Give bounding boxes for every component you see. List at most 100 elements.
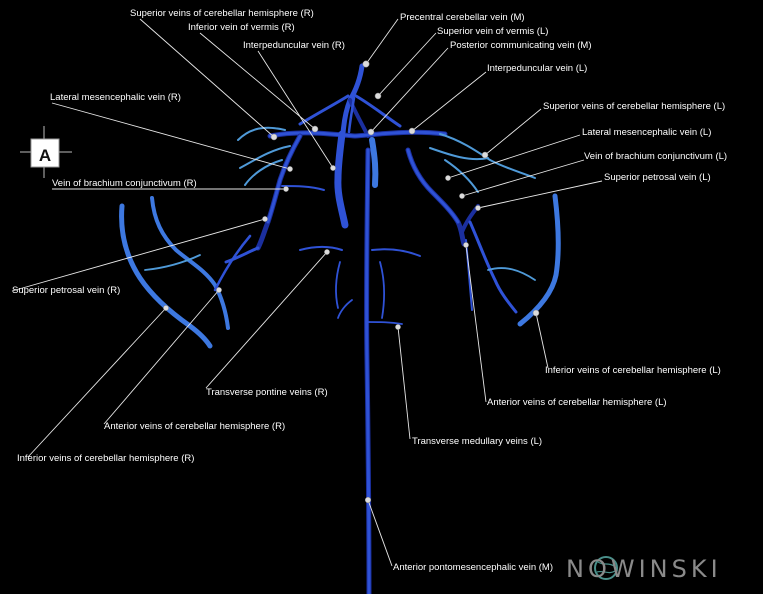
leader-inf-vermis-r xyxy=(199,32,316,130)
vessel-anterior-pontomesencephalic-highlight xyxy=(365,148,371,594)
brand-text: NOWINSKI xyxy=(566,555,722,583)
vessel-inf-cereb-r-2 xyxy=(150,196,230,330)
pin-interped-l xyxy=(408,127,416,135)
vessel-pontine-small-l xyxy=(379,261,385,319)
leader-inf-cereb-hem-l xyxy=(535,312,549,369)
leader-trans-medullary-l xyxy=(397,326,411,440)
label-precentral-m: Precentral cerebellar vein (M) xyxy=(400,12,525,23)
label-trans-pontine-r: Transverse pontine veins (R) xyxy=(206,387,328,398)
leader-lat-mes-r xyxy=(51,102,291,170)
pins xyxy=(163,60,540,504)
vessel-lateral-mes-l xyxy=(444,159,479,193)
label-ant-pontomes-m: Anterior pontomesencephalic vein (M) xyxy=(393,562,553,573)
vessel-petrosal-r xyxy=(224,246,260,264)
vessel-lateral-mes-r xyxy=(239,145,291,169)
pin-brach-conj-l xyxy=(459,193,465,199)
vessel-pontine-l xyxy=(369,137,379,188)
leader-sup-petrosal-l xyxy=(477,180,603,209)
leader-sup-cereb-hem-r xyxy=(139,18,275,138)
leader-ant-cereb-hem-r xyxy=(103,289,220,425)
vessel-sup-cereb-r xyxy=(237,126,286,141)
pin-precentral-m xyxy=(362,60,370,68)
leader-inf-cereb-hem-r xyxy=(27,307,167,458)
label-inf-vermis-r: Inferior vein of vermis (R) xyxy=(188,22,295,33)
vessel-transverse-medullary-r xyxy=(337,299,353,319)
pin-ant-cereb-hem-l xyxy=(463,242,469,248)
leader-trans-pontine-r xyxy=(205,251,328,389)
vessel-sup-cereb-l-2 xyxy=(429,147,489,161)
pin-interped-r xyxy=(330,165,336,171)
vessel-transverse-medullary-l xyxy=(365,321,403,325)
labels: Superior veins of cerebellar hemisphere … xyxy=(12,8,727,573)
pin-inf-cereb-hem-l xyxy=(532,309,540,317)
pin-sup-petrosal-r xyxy=(262,216,268,222)
pin-sup-cereb-hem-r xyxy=(270,133,278,141)
vessel-vermis-l xyxy=(354,94,402,128)
vessel-transverse-pontine-r xyxy=(299,246,343,251)
leader-post-comm-m xyxy=(370,47,449,133)
leader-sup-cereb-hem-l xyxy=(484,108,542,156)
vessel-inf-cereb-l xyxy=(517,193,561,327)
label-sup-vermis-l: Superior vein of vermis (L) xyxy=(437,26,548,37)
vessel-sup-cereb-r-2 xyxy=(244,159,283,186)
vessel-pontine-small-r xyxy=(335,261,341,309)
pin-inf-cereb-hem-r xyxy=(163,305,169,311)
vessel-brachium-r-hl xyxy=(266,134,302,224)
leader-brach-conj-l xyxy=(461,159,585,197)
vessel-inf-cereb-r-branch xyxy=(144,254,201,271)
venous-network xyxy=(119,63,561,594)
label-brach-conj-l: Vein of brachium conjunctivum (L) xyxy=(584,151,727,162)
pin-post-comm-m xyxy=(367,128,375,136)
label-sup-petrosal-r: Superior petrosal vein (R) xyxy=(12,285,120,296)
brand-globe-lines xyxy=(596,561,616,574)
label-brach-conj-r: Vein of brachium conjunctivum (R) xyxy=(52,178,197,189)
label-inf-cereb-hem-l: Inferior veins of cerebellar hemisphere … xyxy=(545,365,721,376)
orientation-marker: A xyxy=(20,126,72,178)
brand-watermark: NOWINSKI xyxy=(566,555,722,583)
vessel-brachium-r xyxy=(255,133,303,251)
label-interped-l: Interpeduncular vein (L) xyxy=(487,63,587,74)
brand-globe-icon xyxy=(594,556,618,580)
label-interped-r: Interpeduncular vein (R) xyxy=(243,40,345,51)
pin-trans-pontine-r xyxy=(324,249,330,255)
pin-sup-cereb-hem-l xyxy=(481,151,489,159)
vessel-vermis-m xyxy=(347,96,356,134)
pin-lat-mes-l xyxy=(445,175,451,181)
leader-ant-cereb-hem-l xyxy=(465,244,487,403)
label-sup-cereb-hem-l: Superior veins of cerebellar hemisphere … xyxy=(543,101,725,112)
pin-sup-petrosal-l xyxy=(475,205,481,211)
leader-interped-r xyxy=(257,50,334,169)
vessel-brachium-conn-r xyxy=(281,185,325,191)
vessel-sup-cereb-l xyxy=(439,133,536,179)
orientation-box xyxy=(30,138,60,168)
label-ant-cereb-hem-l: Anterior veins of cerebellar hemisphere … xyxy=(487,397,667,408)
vessel-petrosal-l xyxy=(460,204,480,234)
label-sup-cereb-hem-r: Superior veins of cerebellar hemisphere … xyxy=(130,8,314,19)
label-lat-mes-r: Lateral mesencephalic vein (R) xyxy=(50,92,181,103)
leader-precentral-m xyxy=(365,18,399,65)
vessel-pontine-r xyxy=(334,130,349,229)
vessel-inf-cereb-r xyxy=(119,203,213,349)
vessel-transverse-pontine-l xyxy=(371,248,421,257)
leader-sup-petrosal-r xyxy=(11,218,266,292)
pin-inf-vermis-r xyxy=(311,125,319,133)
leader-interped-l xyxy=(411,71,487,132)
pin-ant-pontomes-m xyxy=(364,496,372,504)
pin-ant-cereb-hem-r xyxy=(216,287,222,293)
pin-lat-mes-r xyxy=(287,166,293,172)
label-lat-mes-l: Lateral mesencephalic vein (L) xyxy=(582,127,711,138)
orientation-letter: A xyxy=(39,146,51,165)
vessel-brachium-l-hl xyxy=(406,148,460,224)
leader-lines xyxy=(11,18,603,567)
label-trans-medullary-l: Transverse medullary veins (L) xyxy=(412,436,542,447)
vessel-vermis-r xyxy=(298,94,350,126)
vessel-ant-cereb-r xyxy=(213,234,252,292)
label-inf-cereb-hem-r: Inferior veins of cerebellar hemisphere … xyxy=(17,453,194,464)
leader-sup-vermis-l xyxy=(377,32,437,97)
vessel-ant-cereb-l xyxy=(468,220,518,314)
pin-brach-conj-r xyxy=(283,186,289,192)
leader-lat-mes-l xyxy=(447,134,581,179)
vessel-inf-cereb-l-branch xyxy=(487,267,536,281)
pin-trans-medullary-l xyxy=(395,324,401,330)
